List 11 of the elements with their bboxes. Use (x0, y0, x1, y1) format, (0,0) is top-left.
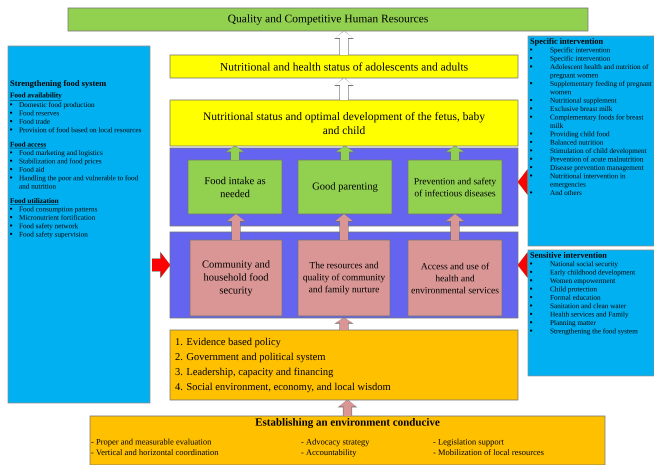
factor-box: Access and use of health and environmental services (408, 240, 502, 316)
outcome-box: Nutritional and health status of adolescents and adults (170, 54, 518, 78)
outcome-box: Nutritional status and optimal development of the fetus, baby and child (170, 100, 518, 146)
factor-box: Prevention and safety of infectious diseases (408, 160, 502, 214)
factor-box: Community and household food security (190, 240, 282, 316)
factor-box: The resources and quality of community and family nurture (298, 240, 390, 316)
factor-box: Food intake as needed (188, 160, 282, 214)
factor-box: Good parenting (298, 160, 392, 214)
environment-box: Establishing an environment conducive - Proper and measurable evaluation - Vertical and horizontal coordination - Advocacy strategy - Accountability - Legislation support - Mobilization of local resources (90, 416, 606, 465)
list-box: 1. Evidence based policy 2. Government and political system 3. Leadership, capacity and financing 4. Social environment, economy, and local wisdom (170, 330, 518, 400)
outcome-box: Quality and Competitive Human Resources (68, 8, 588, 32)
